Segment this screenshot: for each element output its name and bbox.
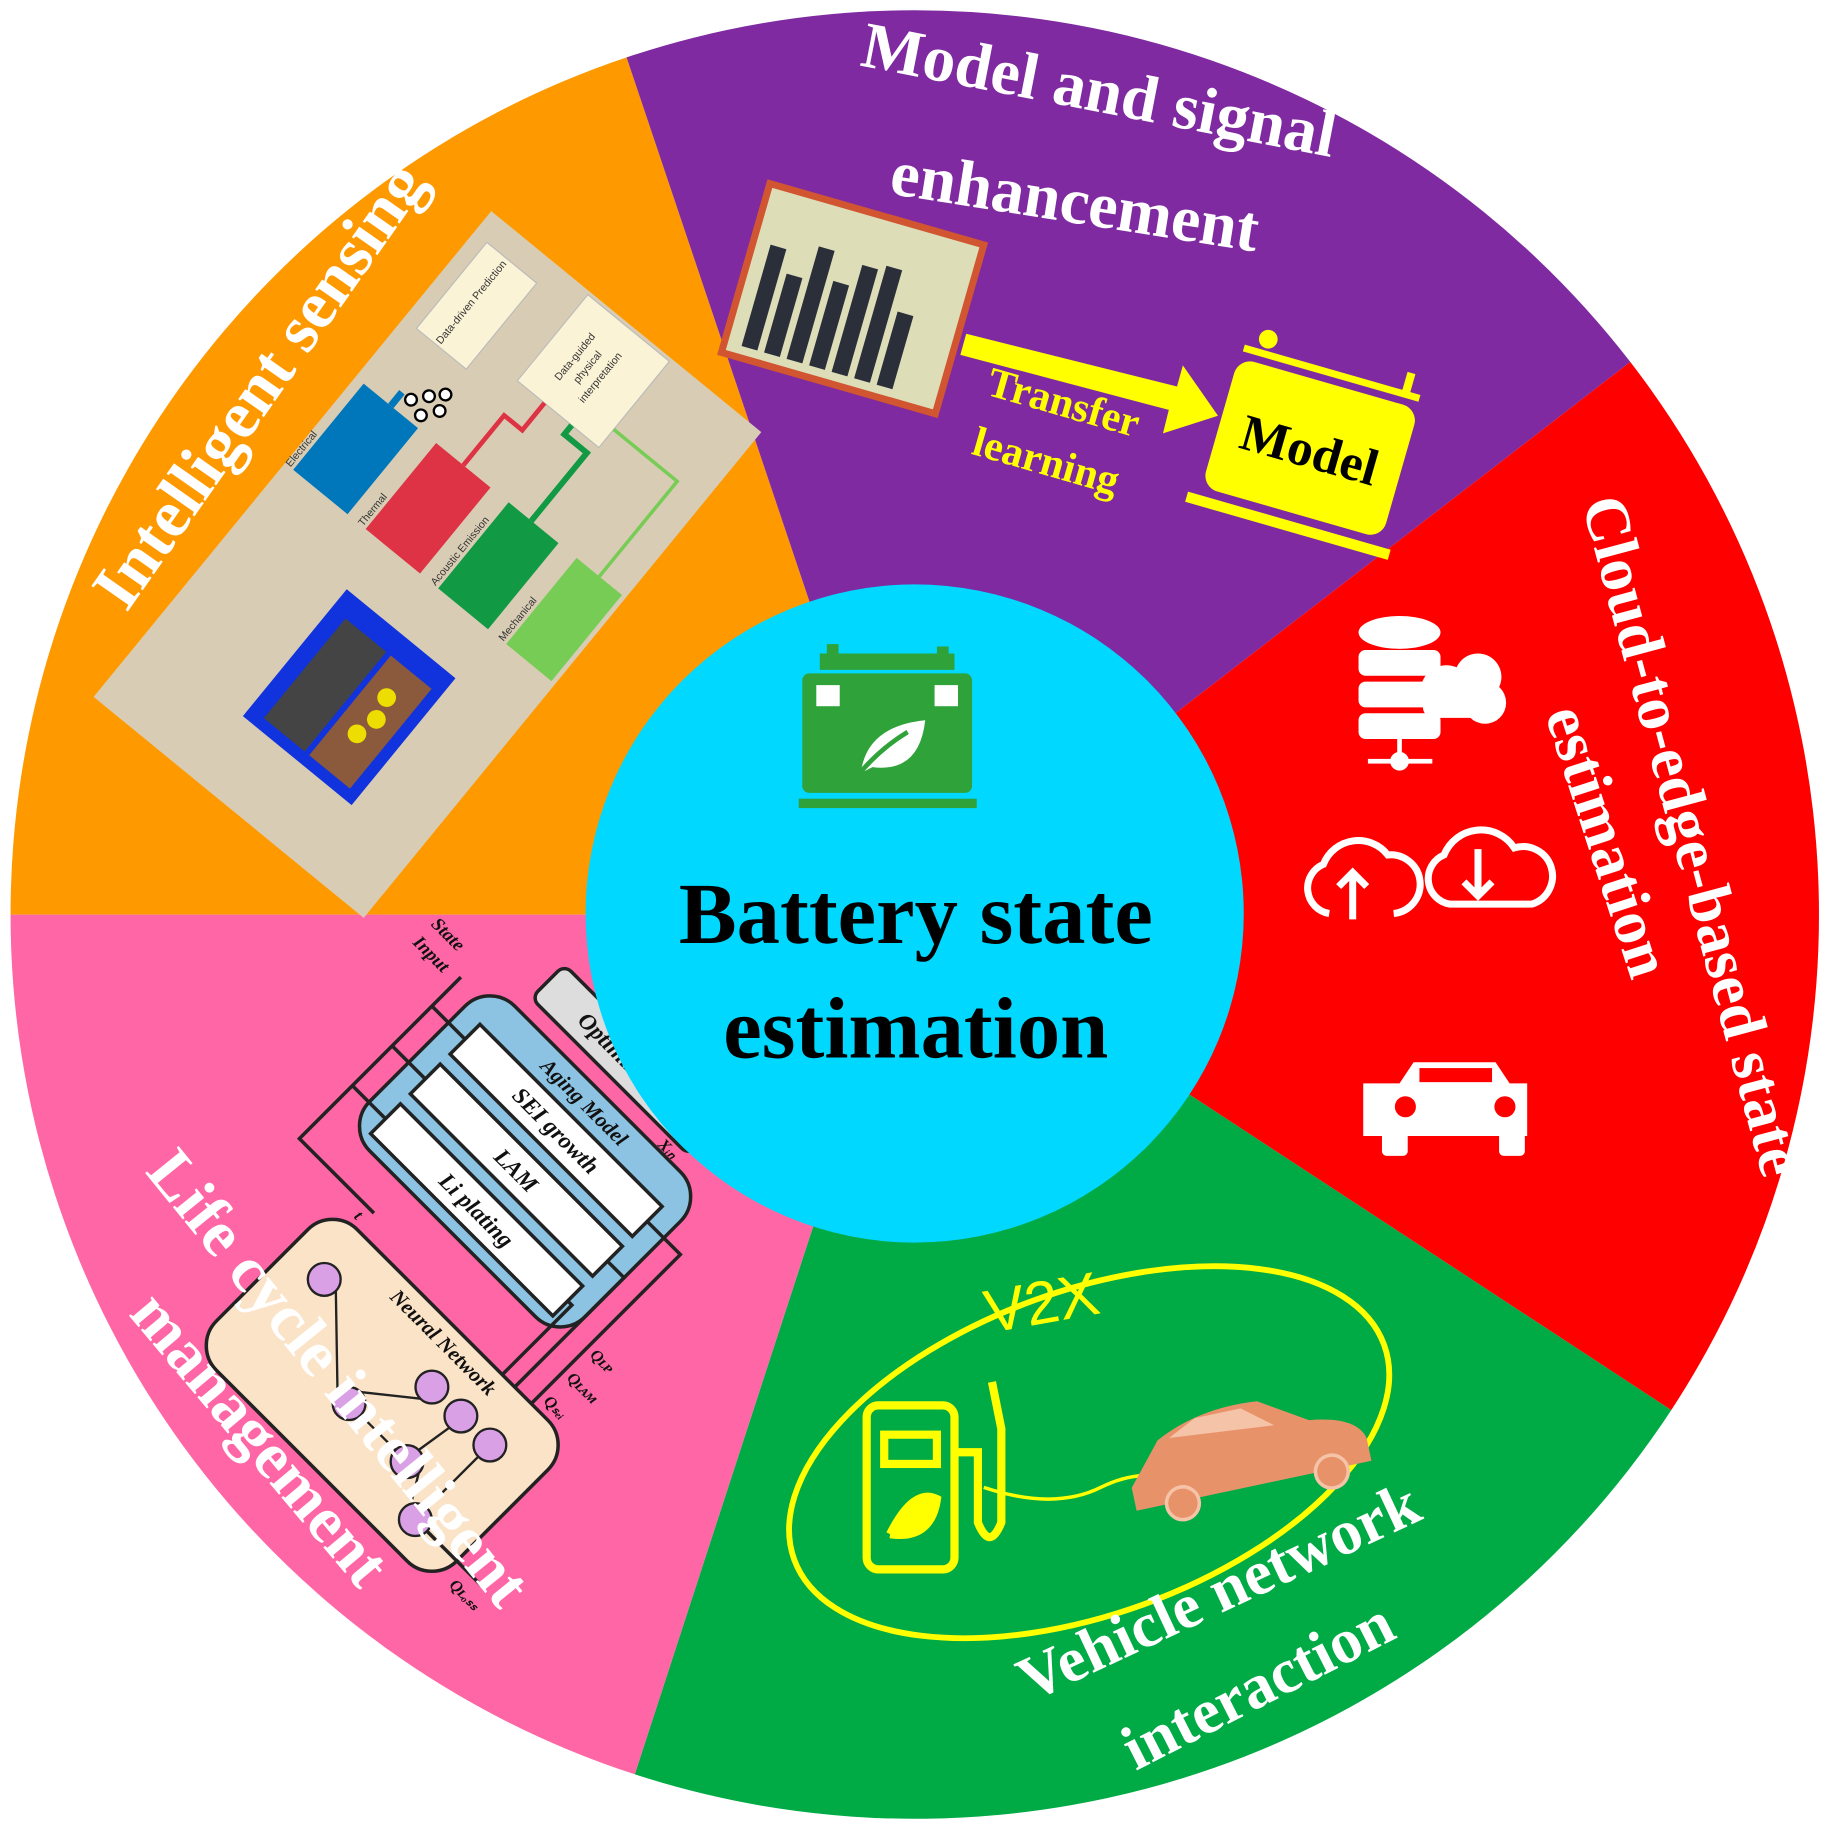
car-icon <box>1363 1062 1528 1156</box>
cloud-upload-icon <box>1304 837 1424 920</box>
cloud-download-icon <box>1424 826 1556 908</box>
battery-cell-illustration <box>242 589 456 806</box>
mechanical-box <box>506 557 622 682</box>
arrow-icon <box>960 333 1218 434</box>
battery-model-icon: Model <box>1185 329 1421 560</box>
database-cloud-icon <box>1358 616 1507 771</box>
acoustic-box <box>438 502 559 630</box>
eco-battery-icon <box>798 644 977 809</box>
electric-car-icon <box>1131 1401 1372 1522</box>
charging-station-icon <box>862 1381 1006 1574</box>
v2x-ellipse <box>786 1263 1393 1642</box>
sensing-diagram: Data-driven Prediction Data-guided physi… <box>93 211 762 918</box>
center-title-line2: estimation <box>723 981 1108 1077</box>
neural-net-icon <box>403 387 453 423</box>
center-title-line1: Battery state <box>679 866 1153 962</box>
thermal-box <box>365 442 491 574</box>
electrical-box <box>293 383 419 515</box>
center-circle <box>585 584 1244 1243</box>
signal-spectrum-icon <box>717 179 989 419</box>
